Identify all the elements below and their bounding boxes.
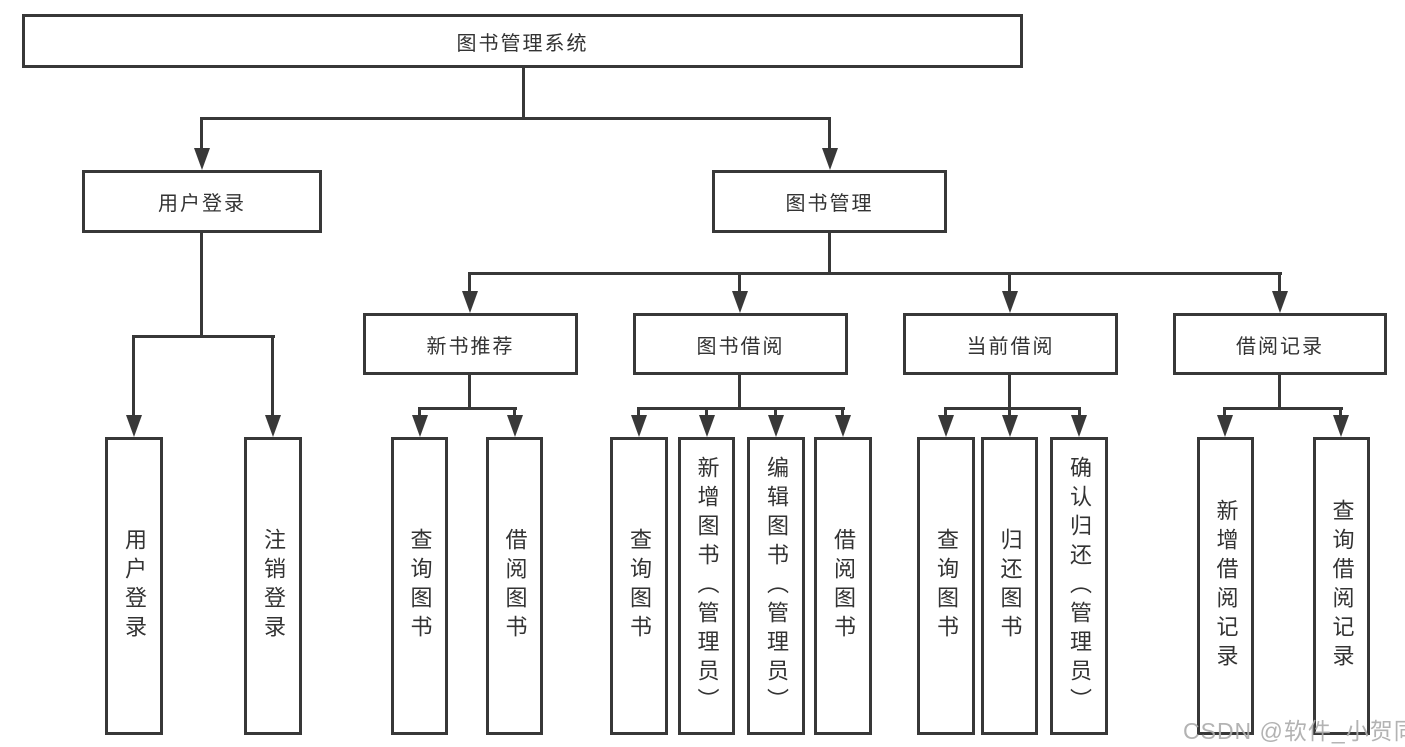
connector-stem (468, 375, 471, 410)
connector-drop-level3 (468, 272, 471, 294)
arrow-down-icon (194, 148, 210, 170)
connector-drop-leaf (637, 407, 640, 419)
arrow-down-icon (1333, 415, 1349, 437)
arrow-down-icon (462, 291, 478, 313)
arrow-down-icon (822, 148, 838, 170)
connector-drop-leaf (132, 335, 135, 417)
connector-book-mgmt-stem (828, 233, 831, 275)
connector-drop-level3 (1008, 272, 1011, 294)
connector-drop-user-login (200, 117, 203, 152)
node-current-borrow-label: 当前借阅 (966, 335, 1055, 358)
arrow-down-icon (1002, 415, 1018, 437)
leaf-add-book-admin-label: 新增图书（管理员） (694, 455, 720, 717)
leaf-edit-book-admin: 编辑图书（管理员） (747, 437, 805, 735)
arrow-down-icon (1002, 291, 1018, 313)
arrow-down-icon (732, 291, 748, 313)
arrow-down-icon (631, 415, 647, 437)
connector-drop-leaf (774, 407, 777, 419)
leaf-user-login-label: 用户登录 (122, 528, 147, 644)
leaf-query-books-label: 查询图书 (934, 528, 959, 644)
arrow-down-icon (126, 415, 142, 437)
node-borrow-records: 借阅记录 (1173, 313, 1387, 375)
connector-drop-leaf (944, 407, 947, 419)
leaf-query-books-3: 查询图书 (917, 437, 975, 735)
connector-user-login-split (132, 335, 275, 338)
node-current-borrow: 当前借阅 (903, 313, 1118, 375)
connector-book-mgmt-split (468, 272, 1282, 275)
connector-split (418, 407, 517, 410)
node-book-management-label: 图书管理 (785, 193, 874, 215)
connector-drop-leaf (513, 407, 516, 419)
leaf-return-book: 归还图书 (981, 437, 1038, 735)
leaf-add-book-admin: 新增图书（管理员） (678, 437, 735, 735)
connector-user-login-stem (200, 233, 203, 338)
connector-drop-leaf (705, 407, 708, 419)
node-user-login-label: 用户登录 (158, 193, 246, 215)
leaf-query-books-label: 查询图书 (627, 528, 652, 644)
leaf-query-borrow-record-label: 查询借阅记录 (1329, 499, 1355, 673)
connector-drop-leaf (418, 407, 421, 419)
connector-stem (738, 375, 741, 410)
leaf-borrow-books-label: 借阅图书 (502, 528, 528, 644)
arrow-down-icon (1217, 415, 1233, 437)
node-borrow-records-label: 借阅记录 (1236, 335, 1324, 358)
connector-drop-level3 (1278, 272, 1281, 294)
leaf-query-books-2: 查询图书 (610, 437, 668, 735)
node-library-system: 图书管理系统 (22, 14, 1023, 68)
connector-drop-leaf (841, 407, 844, 419)
node-book-management: 图书管理 (712, 170, 947, 233)
connector-drop-leaf (1339, 407, 1342, 419)
connector-drop-leaf (271, 335, 274, 417)
connector-split (944, 407, 1081, 410)
node-user-login: 用户登录 (82, 170, 322, 233)
node-book-borrow-label: 图书借阅 (696, 335, 785, 358)
arrow-down-icon (507, 415, 523, 437)
csdn-watermark: CSDN @软件_小贺同学 (1183, 718, 1405, 744)
node-library-system-label: 图书管理系统 (456, 32, 589, 55)
arrow-down-icon (1272, 291, 1288, 313)
leaf-query-books-1: 查询图书 (391, 437, 448, 735)
node-new-book-recommend-label: 新书推荐 (426, 335, 515, 358)
arrow-down-icon (938, 415, 954, 437)
connector-stem (1008, 375, 1011, 410)
node-book-borrow: 图书借阅 (633, 313, 848, 375)
connector-root-stem (522, 68, 525, 120)
leaf-borrow-books-1: 借阅图书 (486, 437, 543, 735)
leaf-borrow-books-label: 借阅图书 (831, 528, 856, 644)
connector-stem (1278, 375, 1281, 410)
arrow-down-icon (1071, 415, 1087, 437)
connector-drop-leaf (1008, 407, 1011, 419)
leaf-add-borrow-record: 新增借阅记录 (1197, 437, 1254, 735)
arrow-down-icon (699, 415, 715, 437)
leaf-add-borrow-record-label: 新增借阅记录 (1213, 499, 1239, 673)
leaf-borrow-books-2: 借阅图书 (814, 437, 872, 735)
connector-drop-level3 (738, 272, 741, 294)
node-new-book-recommend: 新书推荐 (363, 313, 578, 375)
leaf-user-login: 用户登录 (105, 437, 163, 735)
leaf-logout-label: 注销登录 (261, 528, 286, 644)
leaf-query-borrow-record: 查询借阅记录 (1313, 437, 1370, 735)
arrow-down-icon (768, 415, 784, 437)
arrow-down-icon (412, 415, 428, 437)
connector-split (1223, 407, 1343, 410)
leaf-return-book-label: 归还图书 (997, 528, 1023, 644)
leaf-logout: 注销登录 (244, 437, 302, 735)
leaf-confirm-return-admin: 确认归还（管理员） (1050, 437, 1108, 735)
connector-drop-leaf (1223, 407, 1226, 419)
connector-drop-leaf (1078, 407, 1081, 419)
arrow-down-icon (265, 415, 281, 437)
connector-root-split (200, 117, 831, 120)
leaf-query-books-label: 查询图书 (407, 528, 433, 644)
arrow-down-icon (835, 415, 851, 437)
connector-split (637, 407, 845, 410)
leaf-edit-book-admin-label: 编辑图书（管理员） (764, 455, 789, 717)
leaf-confirm-return-admin-label: 确认归还（管理员） (1067, 455, 1092, 717)
connector-drop-book-mgmt (828, 117, 831, 152)
